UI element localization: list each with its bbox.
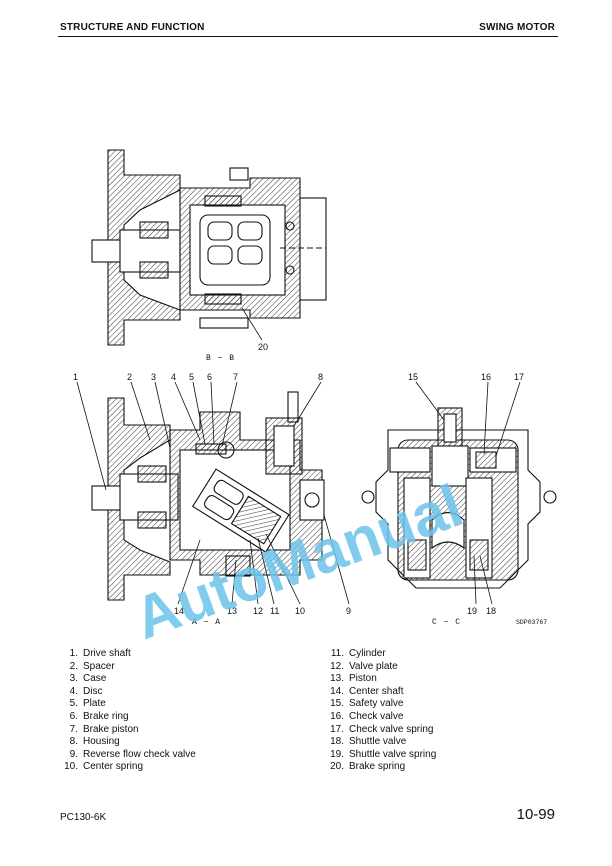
callout-12: 12 <box>253 606 263 616</box>
callout-14: 14 <box>174 606 184 616</box>
callout-8: 8 <box>318 372 323 382</box>
header-rule <box>58 36 558 37</box>
header-section: STRUCTURE AND FUNCTION <box>60 22 205 33</box>
section-aa-label: A − A <box>192 618 221 627</box>
parts-list-right: 11.Cylinder 12.Valve plate 13.Piston 14.… <box>326 648 436 774</box>
section-cc-label: C − C <box>432 618 461 627</box>
callout-1: 1 <box>73 372 78 382</box>
leaders-cc <box>415 381 521 605</box>
callout-7: 7 <box>233 372 238 382</box>
page-number: 10-99 <box>516 806 555 823</box>
list-item: 2.Spacer <box>69 660 115 672</box>
leader-20 <box>241 307 263 341</box>
section-aa-view <box>91 391 325 601</box>
callout-4: 4 <box>171 372 176 382</box>
callout-16: 16 <box>481 372 491 382</box>
list-item: 16.Check valve <box>330 710 404 722</box>
callout-18: 18 <box>486 606 496 616</box>
callout-20: 20 <box>258 342 268 352</box>
callout-17: 17 <box>514 372 524 382</box>
callout-11: 11 <box>270 606 279 616</box>
callout-9: 9 <box>346 606 351 616</box>
callout-6: 6 <box>207 372 212 382</box>
list-item: 3.Case <box>69 673 107 685</box>
section-cc-view <box>361 407 557 589</box>
list-item: 18.Shuttle valve <box>330 736 407 748</box>
footer-model: PC130-6K <box>60 812 107 823</box>
callout-5: 5 <box>189 372 194 382</box>
callout-10: 10 <box>295 606 305 616</box>
list-item: 11.Cylinder <box>330 648 386 659</box>
list-item: 20.Brake spring <box>330 761 406 773</box>
list-item: 4.Disc <box>69 685 103 697</box>
list-item: 14.Center shaft <box>330 685 404 697</box>
list-item: 7.Brake piston <box>69 723 139 735</box>
callout-19: 19 <box>467 606 477 616</box>
drawing-code: SDP03767 <box>516 619 547 626</box>
list-item: 8.Housing <box>69 736 120 748</box>
list-item: 6.Brake ring <box>69 710 129 722</box>
list-item: 19.Shuttle valve spring <box>330 748 437 760</box>
header-topic: SWING MOTOR <box>479 22 555 33</box>
list-item: 1.Drive shaft <box>69 648 131 659</box>
parts-list-left: 1.Drive shaft 2.Spacer 3.Case 4.Disc 5.P… <box>60 648 196 774</box>
list-item: 10.Center spring <box>64 761 144 773</box>
callout-15: 15 <box>408 372 418 382</box>
callout-13: 13 <box>227 606 237 616</box>
list-item: 9.Reverse flow check valve <box>69 748 196 760</box>
list-item: 13.Piston <box>330 673 377 685</box>
section-bb-view <box>91 149 327 346</box>
swing-motor-drawing: 20 B − B <box>73 149 557 640</box>
callout-2: 2 <box>127 372 132 382</box>
leaders-aa <box>76 381 350 605</box>
list-item: 15.Safety valve <box>330 698 404 710</box>
list-item: 12.Valve plate <box>330 660 398 672</box>
list-item: 17.Check valve spring <box>330 723 434 735</box>
list-item: 5.Plate <box>69 698 106 710</box>
callout-3: 3 <box>151 372 156 382</box>
section-bb-label: B − B <box>206 354 235 363</box>
